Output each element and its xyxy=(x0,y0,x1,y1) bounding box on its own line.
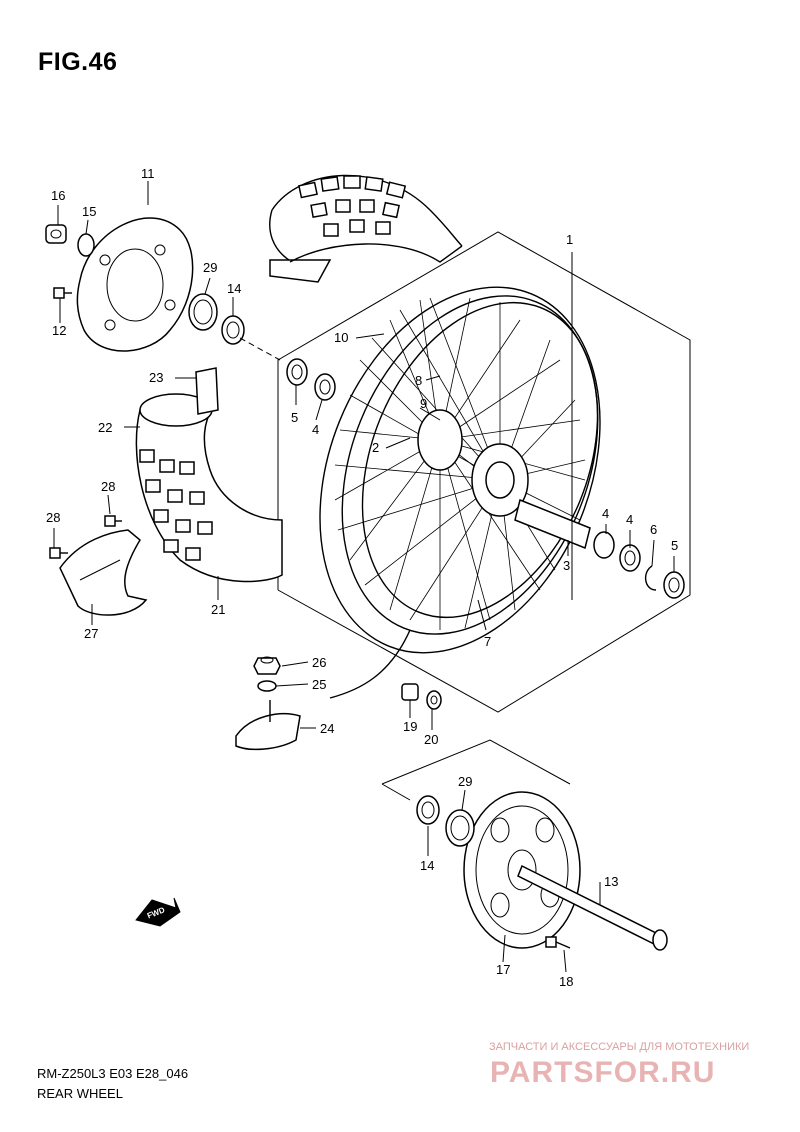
callout-1: 1 xyxy=(566,232,573,247)
callout-4-right-b: 4 xyxy=(626,512,633,527)
bearing-4a xyxy=(593,531,615,559)
callout-19: 19 xyxy=(403,719,417,734)
callout-23: 23 xyxy=(149,370,163,385)
callout-5-right: 5 xyxy=(671,538,678,553)
tube-knobs xyxy=(139,449,213,561)
wheel-rim xyxy=(319,286,601,654)
callout-18: 18 xyxy=(559,974,573,989)
callout-24: 24 xyxy=(320,721,334,736)
tire-knobs xyxy=(298,175,407,237)
collar-14-right xyxy=(416,795,440,825)
watermark-tagline: ЗАПЧАСТИ И АКСЕССУАРЫ ДЛЯ МОТОТЕХНИКИ xyxy=(489,1041,750,1053)
callout-28-upper: 28 xyxy=(101,479,115,494)
callout-22: 22 xyxy=(98,420,112,435)
callout-4-left: 4 xyxy=(312,422,319,437)
callout-11: 11 xyxy=(141,166,155,181)
callout-21: 21 xyxy=(211,602,225,617)
callout-27: 27 xyxy=(84,626,98,641)
callout-26: 26 xyxy=(312,655,326,670)
figure-title: FIG.46 xyxy=(38,48,118,76)
sprocket-reference-box xyxy=(381,739,571,801)
callout-13: 13 xyxy=(604,874,618,889)
tire-tube xyxy=(135,367,283,583)
washer-15 xyxy=(77,233,95,257)
seal-5-left xyxy=(286,358,308,386)
fwd-arrow-icon: FWD xyxy=(135,897,181,927)
callout-29-bottom: 29 xyxy=(458,774,472,789)
callout-4-right-a: 4 xyxy=(602,506,609,521)
callout-28-lower: 28 xyxy=(46,510,60,525)
watermark-logo: PARTSFOR.RU xyxy=(490,1056,715,1089)
tire-section xyxy=(269,174,463,283)
bearing-4b xyxy=(619,544,641,572)
callout-7: 7 xyxy=(484,634,491,649)
callout-29-top: 29 xyxy=(203,260,217,275)
callout-2: 2 xyxy=(372,440,379,455)
rim-lock-washer-25 xyxy=(257,680,277,692)
callout-16: 16 xyxy=(51,188,65,203)
bearing-4-left xyxy=(314,373,336,401)
right-bearings-group xyxy=(593,531,685,599)
callout-20: 20 xyxy=(424,732,438,747)
wheel-spokes xyxy=(334,297,586,630)
rim-band-strip xyxy=(329,629,411,699)
rim-lock-24 xyxy=(235,700,301,751)
callout-14-bottom: 14 xyxy=(420,858,434,873)
callout-15: 15 xyxy=(82,204,96,219)
callout-12: 12 xyxy=(52,323,66,338)
disc-bolt-12 xyxy=(53,287,72,299)
brake-disc xyxy=(76,217,194,352)
callout-14-top: 14 xyxy=(227,281,241,296)
spacer-29-left xyxy=(188,293,218,331)
disc-guard xyxy=(59,529,148,616)
left-bearings-group xyxy=(286,358,336,401)
guard-bolt-28a xyxy=(104,515,122,527)
figure-caption: REAR WHEEL xyxy=(37,1086,123,1101)
callout-9: 9 xyxy=(420,396,427,411)
circlip-6 xyxy=(645,565,657,591)
washer-20 xyxy=(426,690,442,710)
collar-14-left xyxy=(221,315,245,345)
guard-bolt-28b xyxy=(49,547,68,559)
spacer-29-right xyxy=(445,809,475,847)
axle-13 xyxy=(517,864,668,951)
wheel-hub xyxy=(417,409,591,550)
callout-8: 8 xyxy=(415,373,422,388)
seal-5 xyxy=(663,571,685,599)
callout-5-left: 5 xyxy=(291,410,298,425)
sprocket-bolt-18 xyxy=(545,936,571,949)
nut-19 xyxy=(401,683,419,701)
callout-25: 25 xyxy=(312,677,326,692)
callout-17: 17 xyxy=(496,962,510,977)
leader-lines xyxy=(53,181,675,973)
disc-nut-16 xyxy=(45,224,67,244)
wheel-assembly-reference-box xyxy=(277,231,691,713)
callout-6: 6 xyxy=(650,522,657,537)
callout-10: 10 xyxy=(334,330,348,345)
model-code: RM-Z250L3 E03 E28_046 xyxy=(37,1066,189,1081)
callout-numbers: 1 2 3 4 4 4 5 5 6 7 8 9 10 11 12 13 14 1… xyxy=(46,166,678,989)
callout-3: 3 xyxy=(563,558,570,573)
rim-lock-nut-26 xyxy=(253,656,281,675)
